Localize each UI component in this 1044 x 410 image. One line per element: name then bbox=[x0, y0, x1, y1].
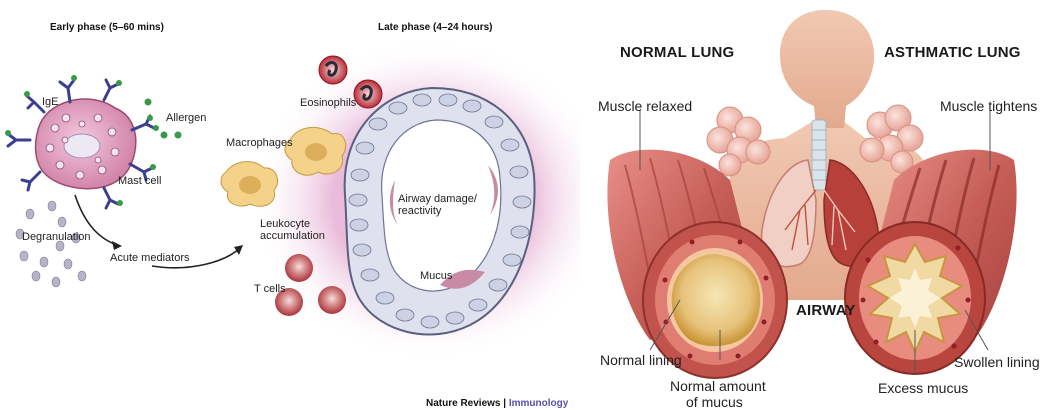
normal-lining-label: Normal lining bbox=[600, 352, 682, 368]
asthmatic-lung-title: ASTHMATIC LUNG bbox=[884, 44, 1021, 61]
credit-journal: Nature Reviews bbox=[426, 398, 500, 409]
normal-mucus-label-line1: Normal amount bbox=[670, 378, 766, 394]
swollen-lining-label: Swollen lining bbox=[954, 354, 1040, 370]
airway-label: AIRWAY bbox=[796, 302, 856, 319]
normal-lung-title: NORMAL LUNG bbox=[620, 44, 734, 61]
eosinophils-label: Eosinophils bbox=[300, 97, 356, 109]
eosinophil-cell bbox=[319, 56, 347, 84]
t-cells-label: T cells bbox=[254, 283, 286, 295]
asthma-comparison-illustration bbox=[580, 0, 1044, 410]
degranulation-label: Degranulation bbox=[22, 231, 91, 243]
muscle-tightens-label: Muscle tightens bbox=[940, 98, 1037, 114]
normal-mucus-label-line2: of mucus bbox=[686, 394, 743, 410]
late-phase-title: Late phase (4–24 hours) bbox=[378, 22, 492, 33]
t-cell bbox=[285, 254, 313, 282]
allergen-label: Allergen bbox=[166, 112, 206, 124]
degranulation-granules bbox=[16, 201, 86, 287]
t-cell bbox=[318, 286, 346, 314]
leukocyte-label-line2: accumulation bbox=[260, 230, 325, 242]
eosinophil-cell bbox=[354, 80, 382, 108]
source-credit: Nature Reviews | Immunology bbox=[426, 398, 568, 409]
early-phase-title: Early phase (5–60 mins) bbox=[50, 22, 164, 33]
excess-mucus-label: Excess mucus bbox=[878, 380, 968, 396]
macrophages-label: Macrophages bbox=[226, 137, 293, 149]
ige-label: IgE bbox=[42, 96, 59, 108]
airway-damage-label-line2: reactivity bbox=[398, 205, 441, 217]
macrophage-cell bbox=[221, 162, 278, 207]
muscle-relaxed-label: Muscle relaxed bbox=[598, 98, 692, 114]
acute-mediators-label: Acute mediators bbox=[110, 252, 189, 264]
airway-damage-label-line1: Airway damage/ bbox=[398, 193, 477, 205]
credit-field: Immunology bbox=[509, 398, 568, 409]
leukocyte-label-line1: Leukocyte bbox=[260, 218, 310, 230]
allergic-response-diagram bbox=[0, 0, 580, 410]
credit-separator: | bbox=[500, 398, 508, 409]
trachea bbox=[812, 120, 826, 190]
mast-cell-label: Mast cell bbox=[118, 175, 161, 187]
mucus-label: Mucus bbox=[420, 270, 452, 282]
macrophage-cell bbox=[285, 127, 346, 175]
